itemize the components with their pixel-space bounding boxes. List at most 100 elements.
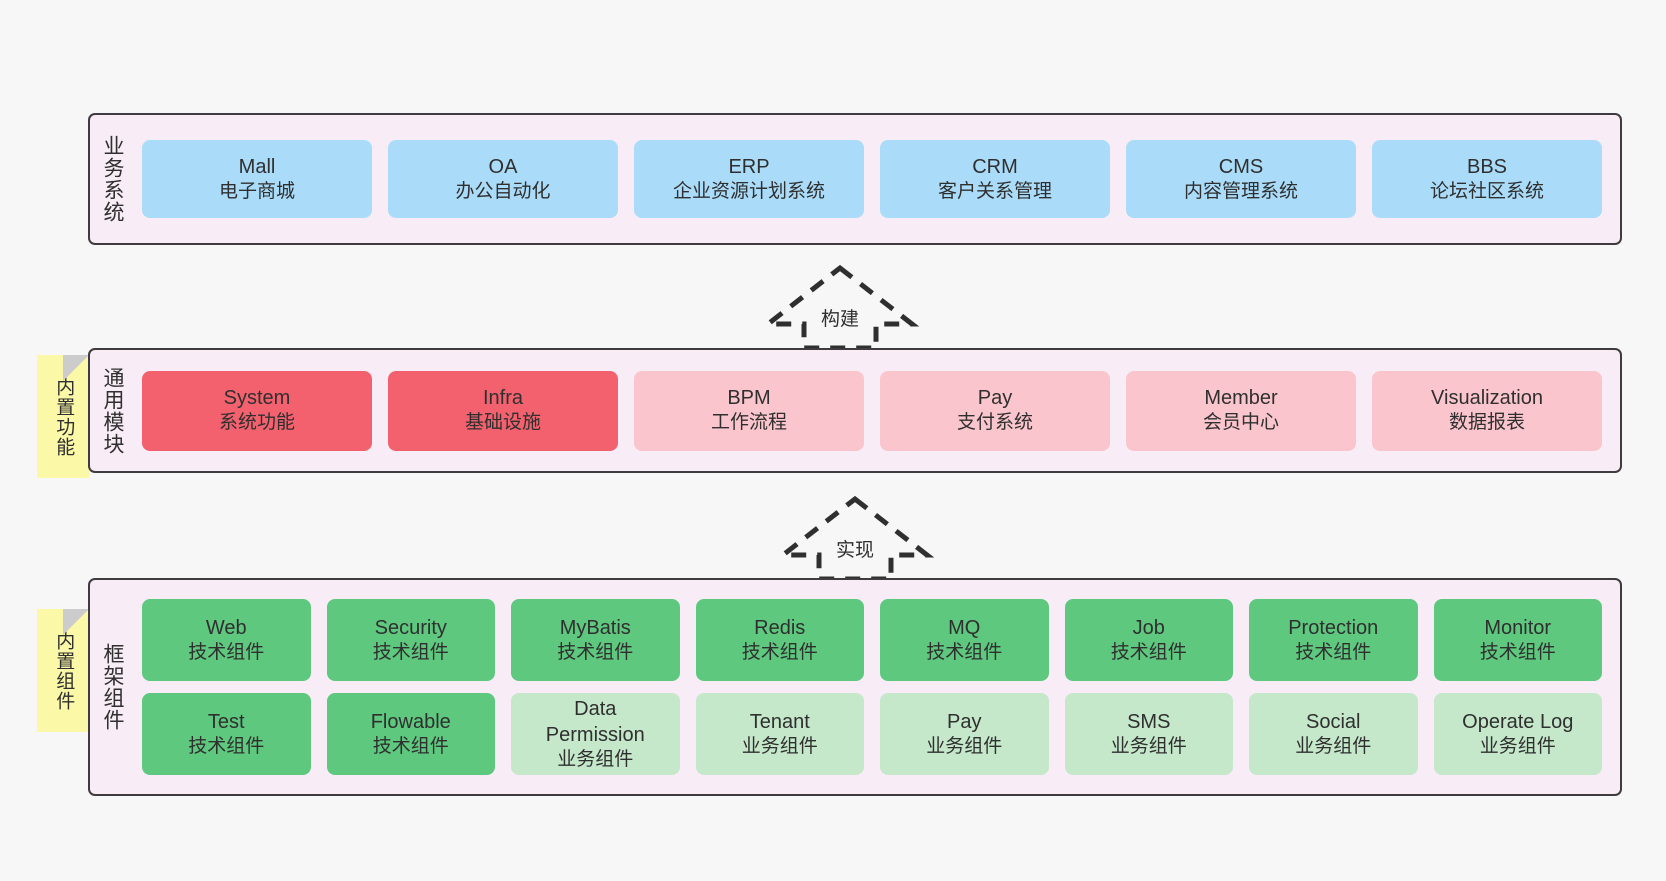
framework-box-subtitle: 业务组件 bbox=[741, 735, 818, 757]
business-box-subtitle: 内容管理系统 bbox=[1183, 180, 1298, 202]
framework-box-title-line: MyBatis bbox=[559, 616, 631, 639]
framework-box-subtitle: 业务组件 bbox=[1479, 735, 1556, 757]
framework-box-subtitle: 技术组件 bbox=[557, 641, 634, 663]
framework-box-title-line: Data bbox=[574, 697, 617, 720]
sticky-note-builtin-features-label: 内置功能 bbox=[53, 376, 75, 457]
framework-box-title-line: MQ bbox=[948, 616, 981, 639]
framework-box-title-line: Permission bbox=[545, 723, 645, 746]
layer-label-framework-components: 框架组件 bbox=[100, 643, 124, 731]
build-arrow-outline bbox=[760, 264, 920, 351]
framework-box-subtitle: 业务组件 bbox=[557, 748, 634, 770]
framework-box-subtitle: 技术组件 bbox=[1295, 641, 1372, 663]
framework-box-title-line: Flowable bbox=[370, 710, 451, 733]
framework-box-subtitle: 业务组件 bbox=[1295, 735, 1372, 757]
implement-arrow-outline bbox=[775, 495, 935, 582]
business-box-title-line: ERP bbox=[728, 155, 770, 178]
framework-box-title-line: Test bbox=[207, 710, 245, 733]
business-box-title-line: CRM bbox=[972, 155, 1018, 178]
business-box-subtitle: 客户关系管理 bbox=[937, 180, 1052, 202]
common-box-title-line: Infra bbox=[482, 387, 524, 410]
business-box-subtitle: 办公自动化 bbox=[455, 180, 551, 202]
framework-box-subtitle: 技术组件 bbox=[188, 641, 265, 663]
framework-box-title-line: Operate Log bbox=[1462, 710, 1574, 733]
common-box-title-line: System bbox=[223, 387, 291, 410]
business-box-title-line: CMS bbox=[1218, 155, 1264, 178]
business-box-subtitle: 论坛社区系统 bbox=[1429, 180, 1544, 202]
sticky-note-builtin-components: 内置组件 bbox=[37, 609, 89, 732]
common-box-subtitle: 基础设施 bbox=[464, 412, 541, 434]
common-box-subtitle: 会员中心 bbox=[1202, 412, 1279, 434]
common-box-subtitle: 支付系统 bbox=[956, 412, 1033, 434]
framework-box-title-line: Protection bbox=[1288, 616, 1379, 639]
common-box-title-line: Visualization bbox=[1431, 387, 1543, 410]
framework-box-subtitle: 技术组件 bbox=[372, 735, 449, 757]
sticky-note-builtin-components-label: 内置组件 bbox=[53, 630, 75, 711]
framework-box-subtitle: 技术组件 bbox=[188, 735, 265, 757]
common-box-title-line: Pay bbox=[977, 387, 1013, 410]
business-box-subtitle: 企业资源计划系统 bbox=[672, 180, 825, 202]
business-box-title-line: OA bbox=[488, 155, 518, 178]
layer-label-business-systems: 业务系统 bbox=[100, 135, 124, 223]
framework-box-subtitle: 技术组件 bbox=[741, 641, 818, 663]
framework-box-title-line: Security bbox=[374, 616, 447, 639]
framework-box-subtitle: 业务组件 bbox=[926, 735, 1003, 757]
sticky-note-builtin-features: 内置功能 bbox=[37, 355, 89, 478]
common-box-subtitle: 数据报表 bbox=[1448, 412, 1525, 434]
connector-build-arrow: 构建 bbox=[760, 262, 920, 352]
framework-box-title-line: SMS bbox=[1127, 710, 1171, 733]
framework-box-subtitle: 技术组件 bbox=[372, 641, 449, 663]
business-box-title-line: Mall bbox=[238, 155, 276, 178]
layer-label-common-modules: 通用模块 bbox=[100, 366, 124, 455]
framework-box-subtitle: 技术组件 bbox=[1479, 641, 1556, 663]
framework-box-subtitle: 业务组件 bbox=[1110, 735, 1187, 757]
framework-box-title-line: Redis bbox=[754, 616, 806, 639]
common-box-subtitle: 系统功能 bbox=[218, 412, 295, 434]
connector-implement-arrow: 实现 bbox=[775, 493, 935, 583]
framework-box-title-line: Monitor bbox=[1484, 616, 1552, 639]
framework-box-title-line: Web bbox=[205, 616, 247, 639]
common-box-title-line: BPM bbox=[727, 387, 771, 410]
common-box-title-line: Member bbox=[1204, 387, 1278, 410]
framework-box-subtitle: 技术组件 bbox=[926, 641, 1003, 663]
framework-box-title-line: Pay bbox=[947, 710, 982, 733]
framework-box-title-line: Tenant bbox=[749, 710, 810, 733]
